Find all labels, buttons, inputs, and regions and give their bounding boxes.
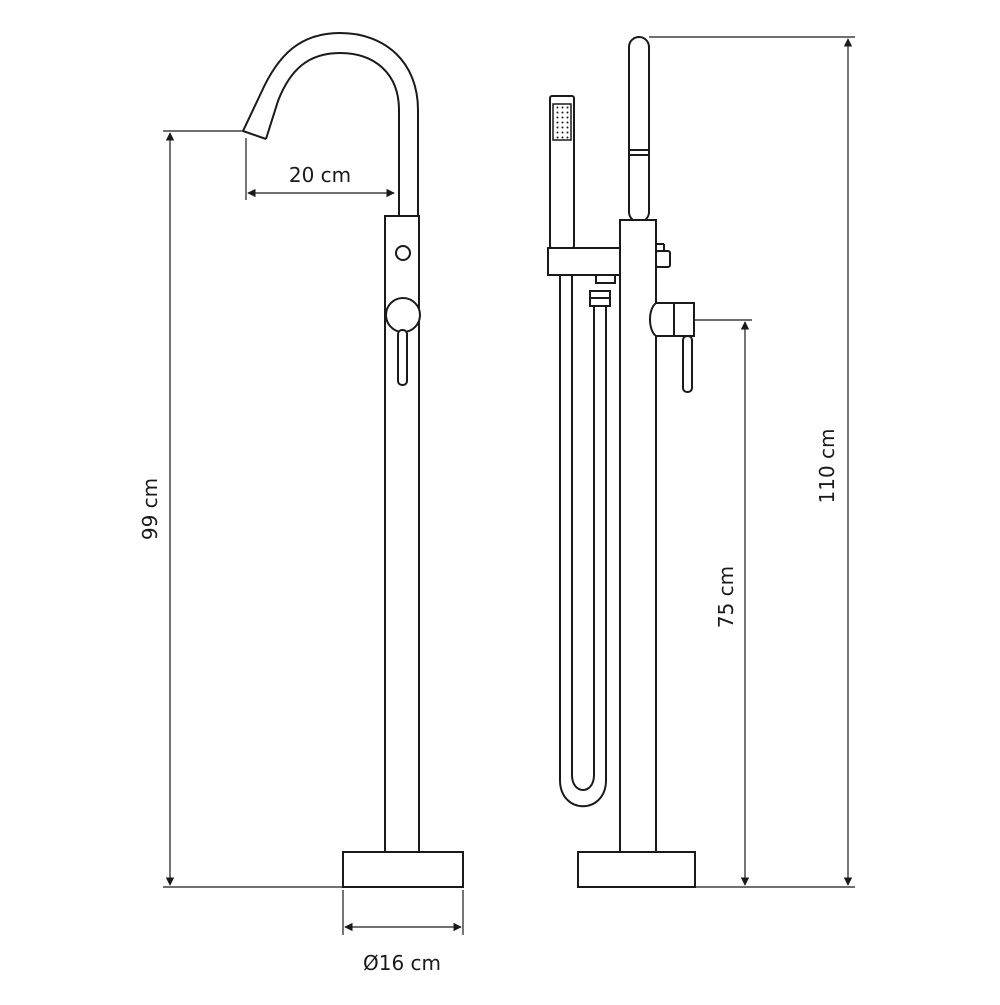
side-view-faucet — [547, 36, 696, 888]
side-base — [577, 851, 696, 888]
side-spout-tube — [628, 36, 650, 223]
label-left-height: 99 cm — [138, 478, 162, 540]
dim-spout-reach: 20 cm — [245, 138, 395, 200]
spout-outlet — [242, 130, 267, 140]
spout-gooseneck — [242, 31, 419, 217]
shower-hose — [559, 274, 607, 808]
label-total-height: 110 cm — [815, 428, 839, 503]
side-diverter-button — [655, 250, 671, 268]
lever-hub — [385, 297, 421, 333]
label-spout-reach: 20 cm — [289, 163, 351, 187]
handshower-holder — [547, 247, 621, 276]
label-lever-height: 75 cm — [714, 566, 738, 628]
dim-left-height: 99 cm — [138, 130, 343, 888]
front-view-faucet — [242, 31, 464, 888]
dim-base-diameter: Ø16 cm — [342, 890, 464, 975]
side-lever-hub — [649, 302, 675, 337]
dim-lever-height: 75 cm — [694, 319, 752, 888]
front-base — [342, 851, 464, 888]
label-base-diameter: Ø16 cm — [363, 951, 441, 975]
side-lever-cap — [673, 302, 695, 337]
side-lever-handle — [682, 335, 693, 393]
lever-handle — [397, 329, 408, 386]
diverter-knob — [395, 245, 411, 261]
dim-total-height: 110 cm — [649, 36, 855, 888]
hand-shower-spray-face — [552, 103, 572, 141]
